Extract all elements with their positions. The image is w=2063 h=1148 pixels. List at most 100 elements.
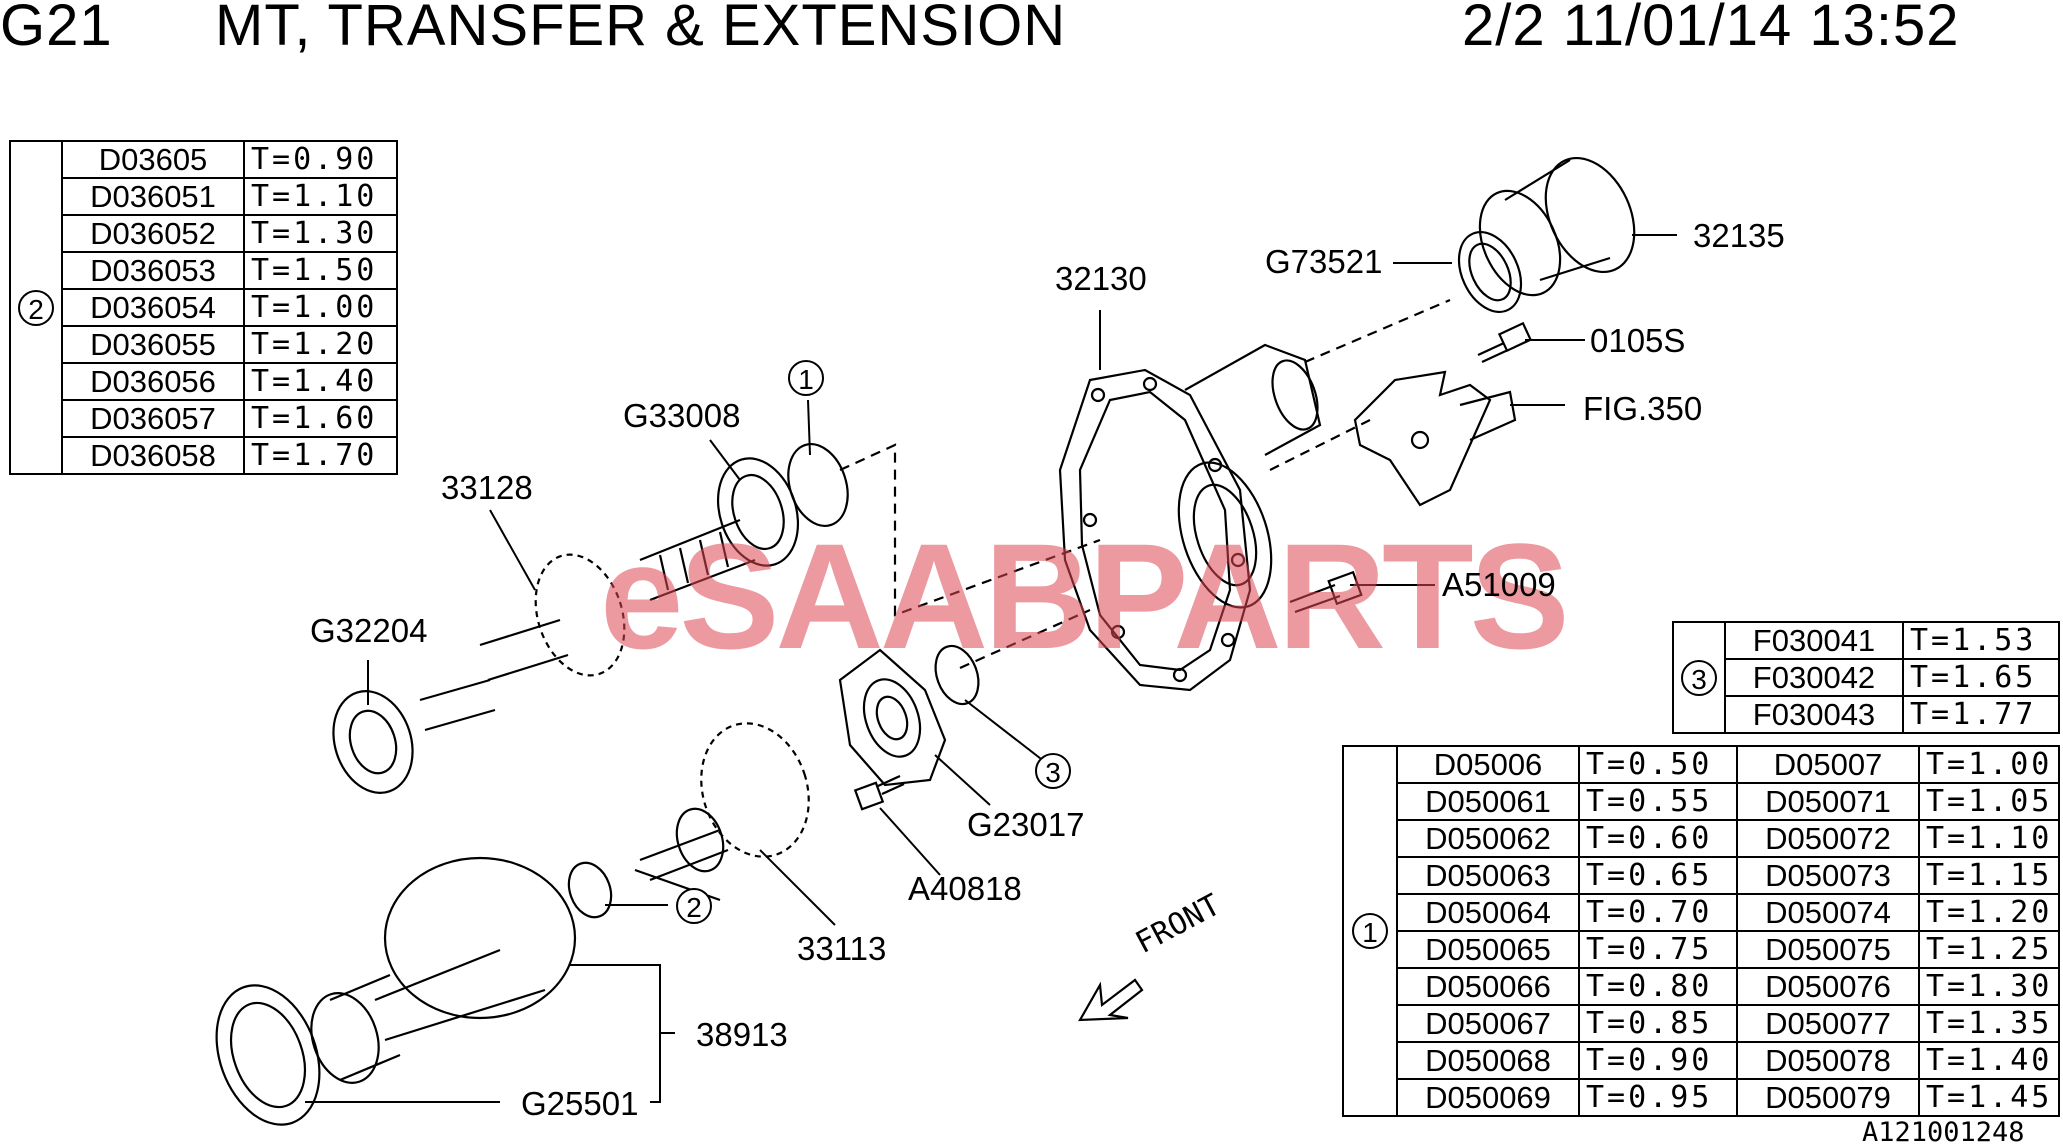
part-label-32130: 32130 [1055,260,1147,297]
table-row-code: D050063 [1396,856,1580,895]
table-row-code: D036055 [61,325,245,364]
table-row-code: D050077 [1736,1004,1920,1043]
table-row-thickness: T=1.15 [1918,856,2060,895]
bolt-a40818 [853,774,905,811]
bolt-a51009 [1289,570,1363,614]
watermark: eSAABPARTS [600,512,1570,680]
table-3-marker-cell: 3 [1672,621,1726,734]
table-row-thickness: T=0.95 [1578,1078,1738,1117]
page-info: 2/2 11/01/14 13:52 [1462,0,1960,58]
table-row-code: D050074 [1736,893,1920,932]
table-row-thickness: T=1.50 [243,251,398,290]
table-row-thickness: T=1.05 [1918,782,2060,821]
bolt-0105s [1477,321,1533,363]
alignment-lines [839,298,1451,670]
table-row-thickness: T=0.65 [1578,856,1738,895]
bearing-g32204 [332,690,414,794]
table-row-code: D050075 [1736,930,1920,969]
part-label-a51009: A51009 [1442,566,1556,603]
table-row-code: D050076 [1736,967,1920,1006]
table-row-code: D050064 [1396,893,1580,932]
shaft-33128 [419,518,756,732]
table-row-code: D036058 [61,436,245,475]
table-row-thickness: T=1.20 [243,325,398,364]
table-row-thickness: T=1.25 [1918,930,2060,969]
table-row-code: D050069 [1396,1078,1580,1117]
table-2-marker: 2 [18,289,54,326]
table-row-code: D05006 [1396,745,1580,784]
table-row-thickness: T=0.90 [243,140,398,179]
part-label-32135: 32135 [1693,217,1785,254]
table-row-code: D036052 [61,214,245,253]
table-row-thickness: T=1.10 [1918,819,2060,858]
shim-ring-3 [934,644,980,706]
table-row-code: D050072 [1736,819,1920,858]
table-row-thickness: T=1.35 [1918,1004,2060,1043]
table-row-thickness: T=0.60 [1578,819,1738,858]
part-label-g32204: G32204 [310,612,428,649]
table-row-thickness: T=1.53 [1902,621,2060,660]
housing-32130 [1058,343,1322,692]
table-row-thickness: T=1.40 [1918,1041,2060,1080]
part-label-g73521: G73521 [1265,243,1383,280]
table-row-code: D036053 [61,251,245,290]
table-row-thickness: T=0.50 [1578,745,1738,784]
part-label-fig350: FIG.350 [1583,390,1703,427]
drive-pinion-38913 [310,856,577,1084]
table-row-thickness: T=1.45 [1918,1078,2060,1117]
table-row-thickness: T=1.60 [243,399,398,438]
retainer-g23017 [838,648,947,787]
shim-ring-2 [567,861,613,919]
table-row-thickness: T=1.10 [243,177,398,216]
table-row-thickness: T=1.20 [1918,893,2060,932]
table-row-code: D050079 [1736,1078,1920,1117]
part-label-a40818: A40818 [908,870,1022,907]
table-row-code: D050061 [1396,782,1580,821]
table-row-code: F030042 [1724,658,1904,697]
table-row-thickness: T=0.75 [1578,930,1738,969]
table-row-thickness: T=0.90 [1578,1041,1738,1080]
table-row-code: D050073 [1736,856,1920,895]
table-row-thickness: T=1.30 [1918,967,2060,1006]
table-row-thickness: T=0.70 [1578,893,1738,932]
table-row-code: D050071 [1736,782,1920,821]
table-row-code: D036057 [61,399,245,438]
part-label-0105s: 0105S [1590,322,1686,359]
part-label-g25501: G25501 [521,1085,639,1122]
part-label-38913: 38913 [696,1016,788,1053]
table-row-thickness: T=1.00 [243,288,398,327]
part-label-33128: 33128 [441,469,533,506]
table-row-thickness: T=1.77 [1902,695,2060,734]
table-row-thickness: T=0.80 [1578,967,1738,1006]
table-row-code: D050078 [1736,1041,1920,1080]
part-label-g23017: G23017 [967,806,1085,843]
extension-cover-32135 [1478,156,1636,297]
table-row-thickness: T=1.30 [243,214,398,253]
seal-g73521 [1457,231,1523,313]
table-row-code: D05007 [1736,745,1920,784]
table-row-code: D050068 [1396,1041,1580,1080]
table-row-code: D036056 [61,362,245,401]
table-row-code: D03605 [61,140,245,179]
callout-3: 3 [1035,753,1071,789]
table-row-thickness: T=0.85 [1578,1004,1738,1043]
table-1-marker: 1 [1352,913,1388,949]
diagram-code: G21 [0,0,113,58]
gear-33113 [634,722,810,902]
table-row-code: D036054 [61,288,245,327]
figure-id: A121001248 [1862,1117,2025,1148]
seal-g25501 [215,984,321,1126]
callout-1: 1 [788,360,824,396]
table-row-thickness: T=1.40 [243,362,398,401]
part-label-33113: 33113 [797,930,887,967]
table-row-code: F030043 [1724,695,1904,734]
table-row-code: D050062 [1396,819,1580,858]
table-row-thickness: T=1.65 [1902,658,2060,697]
table-row-thickness: T=1.70 [243,436,398,475]
leader-lines [305,234,1677,1103]
shim-ring-1 [787,443,849,527]
